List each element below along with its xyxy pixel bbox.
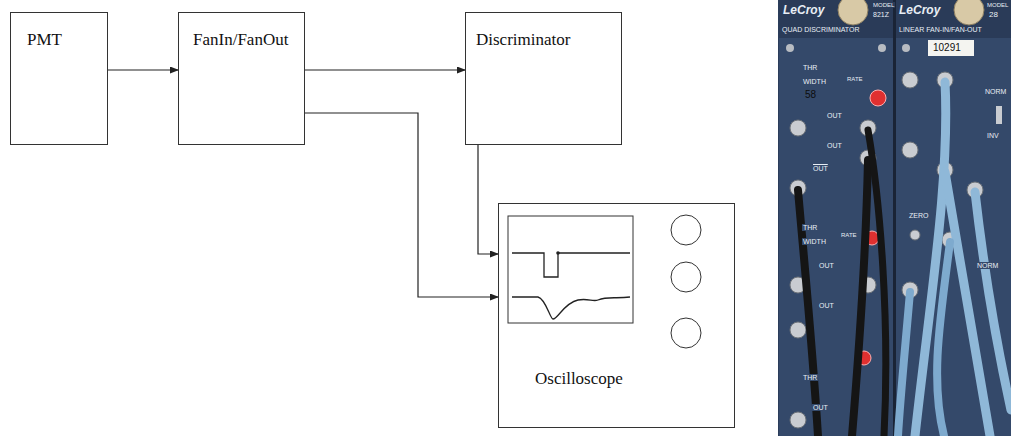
- panel-label: THR: [802, 374, 818, 381]
- signal-arrow: [108, 69, 178, 70]
- scope-screen: [508, 216, 633, 323]
- discriminator-trace: [512, 253, 630, 277]
- blue-cable: [945, 172, 990, 436]
- panel-label: MODEL: [986, 2, 1009, 8]
- rate-led: [870, 90, 886, 106]
- black-cable: [852, 160, 868, 436]
- panel-label: 28: [988, 11, 999, 19]
- photo-ground: [778, 0, 1011, 436]
- oscilloscope-box: Oscilloscope: [498, 203, 735, 428]
- module-photo: [778, 0, 1011, 436]
- signal-arrow: [305, 69, 465, 70]
- panel-label: THR: [802, 224, 818, 231]
- panel-label: QUAD DISCRIMINATOR: [781, 26, 861, 33]
- panel-label: LeCroy: [782, 4, 825, 16]
- panel-label: WIDTH: [802, 238, 827, 245]
- panel-label: THR: [802, 64, 818, 71]
- module-panel: [779, 0, 893, 436]
- detector-box: PMT: [10, 12, 108, 145]
- scope-knob: [671, 215, 701, 245]
- lemo-connector: [902, 142, 918, 158]
- panel-label: NORM: [984, 88, 1007, 95]
- panel-label: OUT: [812, 404, 829, 411]
- panel-label: RATE: [840, 232, 858, 238]
- screw: [902, 44, 910, 52]
- lemo-connector: [790, 120, 806, 136]
- blue-cable: [937, 242, 950, 436]
- signal-arrow: [478, 145, 498, 254]
- screw: [786, 44, 794, 52]
- panel-label: OUT: [826, 112, 843, 119]
- panel-label: 58: [804, 90, 817, 100]
- scope-knob: [671, 318, 701, 348]
- module-panel: [896, 0, 1011, 436]
- panel-knob: [838, 0, 868, 25]
- panel-label: NORM: [976, 262, 999, 269]
- trace-dot: [556, 251, 560, 255]
- panel-label: RATE: [846, 76, 864, 82]
- blue-cable: [975, 192, 1011, 410]
- panel-label: ZERO: [908, 212, 929, 219]
- blue-cable: [898, 292, 910, 436]
- panel-label: OUT: [812, 165, 829, 172]
- pmt-trace: [512, 297, 630, 319]
- box-label: Oscilloscope: [535, 370, 623, 389]
- lemo-connector: [790, 412, 806, 428]
- panel-knob: [954, 0, 984, 25]
- screw: [878, 44, 886, 52]
- panel-label: OUT: [818, 302, 835, 309]
- panel-label: LINEAR FAN-IN/FAN-OUT: [898, 26, 983, 33]
- panel-label: INV: [986, 132, 1000, 139]
- panel-label: 821Z: [872, 11, 890, 18]
- fan-box: FanIn/FanOut: [178, 12, 305, 145]
- lemo-connector: [902, 72, 918, 88]
- panel-label: MODEL: [872, 2, 895, 8]
- module-gap: [893, 0, 896, 436]
- black-cable: [798, 190, 818, 436]
- scope-knob: [671, 262, 701, 292]
- box-label: Discriminator: [476, 31, 570, 50]
- box-label: PMT: [27, 31, 62, 50]
- module-top: [896, 0, 1011, 38]
- serial-tag: [928, 40, 974, 56]
- panel-label: WIDTH: [802, 78, 827, 85]
- panel-label: OUT: [826, 142, 843, 149]
- zero-trim: [910, 230, 920, 240]
- panel-label: OUT: [818, 262, 835, 269]
- signal-arrow: [305, 113, 498, 297]
- panel-label: LeCroy: [898, 4, 941, 16]
- panel-label: 10291: [932, 43, 962, 53]
- lemo-connector: [790, 322, 806, 338]
- toggle-switch: [996, 106, 1002, 124]
- black-cable: [868, 130, 886, 436]
- box-label: FanIn/FanOut: [193, 31, 288, 50]
- discriminator-box: Discriminator: [465, 12, 622, 145]
